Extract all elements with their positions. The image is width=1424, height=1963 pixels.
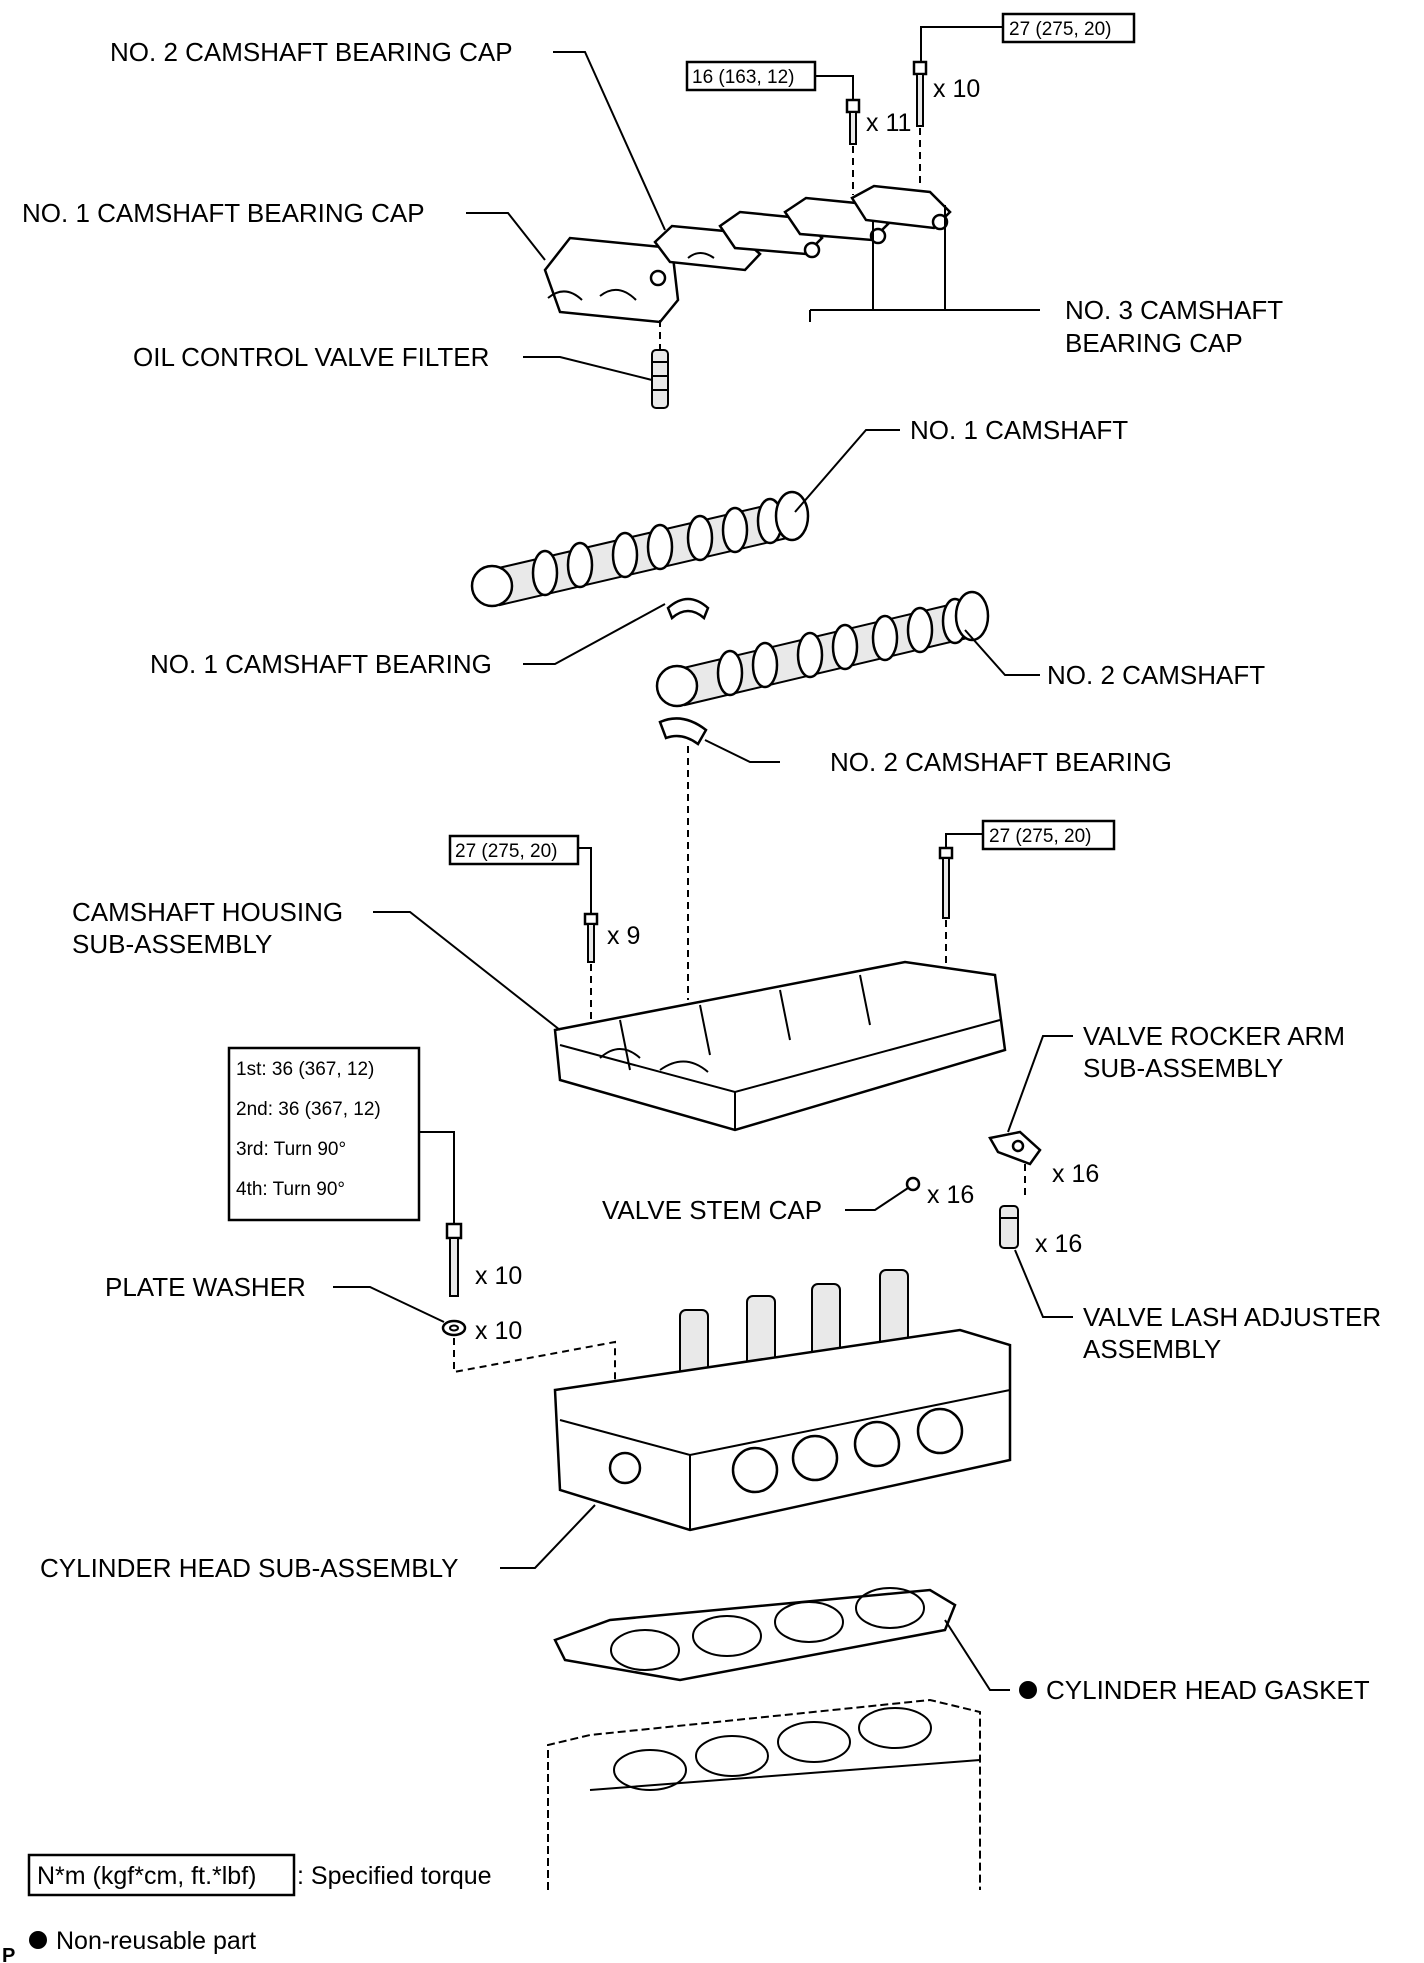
torque-cap-bolt-short: 16 (163, 12) [692,67,794,88]
label-no3-camshaft-bearing-cap-line1: NO. 3 CAMSHAFT [1065,295,1283,325]
label-no1-camshaft-bearing: NO. 1 CAMSHAFT BEARING [150,649,492,679]
torque-head-step-2: 2nd: 36 (367, 12) [236,1099,381,1120]
label-valve-rocker-arm-line1: VALVE ROCKER ARM [1083,1021,1345,1051]
qty-head-bolt: x 10 [475,1262,522,1290]
camshaft-housing [553,960,1007,1132]
part-labels: NO. 2 CAMSHAFT BEARING CAP NO. 1 CAMSHAF… [22,37,1381,1705]
oil-control-valve-filter [651,349,669,409]
torque-cap-bolt-long: 27 (275, 20) [1009,19,1111,40]
valve-stem-cap [905,1176,921,1192]
torque-head-step-4: 4th: Turn 90° [236,1179,345,1200]
label-valve-stem-cap: VALVE STEM CAP [602,1195,822,1225]
no1-camshaft-bearing-cap [543,236,680,324]
label-valve-rocker-arm-line2: SUB-ASSEMBLY [1083,1053,1283,1083]
figure-code: P [2,1945,15,1963]
qty-housing-bolt: x 9 [607,922,640,950]
valve-rocker-arm [988,1130,1042,1166]
label-no1-camshaft: NO. 1 CAMSHAFT [910,415,1128,445]
label-cylinder-head-gasket: CYLINDER HEAD GASKET [1046,1675,1370,1705]
label-no1-camshaft-bearing-cap: NO. 1 CAMSHAFT BEARING CAP [22,198,425,228]
legend-torque-description: : Specified torque [297,1862,492,1890]
housing-bolt-right [938,846,954,919]
torque-specs: 27 (275, 20) 16 (163, 12) 27 (275, 20) 2… [227,12,1136,1222]
plate-washer [441,1319,467,1337]
no1-camshaft-bearing [666,597,710,621]
label-camshaft-housing-line2: SUB-ASSEMBLY [72,929,272,959]
legend-torque-unit: N*m (kgf*cm, ft.*lbf) [37,1862,256,1890]
label-no2-camshaft-bearing-cap: NO. 2 CAMSHAFT BEARING CAP [110,37,513,67]
torque-housing-bolt-left: 27 (275, 20) [455,841,557,862]
valve-lash-adjuster [999,1205,1019,1249]
torque-head-step-1: 1st: 36 (367, 12) [236,1059,374,1080]
label-no3-camshaft-bearing-cap-line2: BEARING CAP [1065,328,1243,358]
cylinder-head [553,1269,1012,1532]
label-camshaft-housing-line1: CAMSHAFT HOUSING [72,897,343,927]
nonreusable-dot-legend [29,1931,47,1949]
housing-bolt-left [583,912,599,963]
label-cylinder-head: CYLINDER HEAD SUB-ASSEMBLY [40,1553,459,1583]
cylinder-block [547,1698,981,1890]
no1-camshaft [470,490,810,608]
quantities: x 10 x 11 x 9 x 16 x 16 x 16 x 10 x 10 [475,75,1099,1345]
legend: N*m (kgf*cm, ft.*lbf) : Specified torque… [27,1853,492,1955]
qty-plate-washer: x 10 [475,1317,522,1345]
no2-camshaft-bearing [658,717,708,746]
label-valve-lash-adjuster-line1: VALVE LASH ADJUSTER [1083,1302,1381,1332]
qty-cap-bolt-short: x 11 [866,109,911,137]
leader-lines [333,26,1073,1691]
nonreusable-dot-gasket [1019,1681,1037,1699]
legend-nonreusable: Non-reusable part [56,1927,256,1955]
cap-bolt-long [912,60,928,127]
torque-housing-bolt-right: 27 (275, 20) [989,826,1091,847]
label-valve-lash-adjuster-line2: ASSEMBLY [1083,1334,1221,1364]
qty-valve-lash-adjuster: x 16 [1035,1230,1082,1258]
cap-bolt-short [845,98,861,145]
torque-head-step-3: 3rd: Turn 90° [236,1139,346,1160]
no2-camshaft [655,590,990,708]
cylinder-head-bolt [445,1222,463,1297]
label-no2-camshaft-bearing: NO. 2 CAMSHAFT BEARING [830,747,1172,777]
qty-cap-bolt-long: x 10 [933,75,980,103]
cylinder-head-gasket [553,1587,957,1682]
qty-valve-rocker-arm: x 16 [1052,1160,1099,1188]
no3-camshaft-bearing-cap [718,184,952,259]
label-plate-washer: PLATE WASHER [105,1272,306,1302]
qty-valve-stem-cap: x 16 [927,1181,974,1209]
label-oil-control-valve-filter: OIL CONTROL VALVE FILTER [133,342,489,372]
label-no2-camshaft: NO. 2 CAMSHAFT [1047,660,1265,690]
